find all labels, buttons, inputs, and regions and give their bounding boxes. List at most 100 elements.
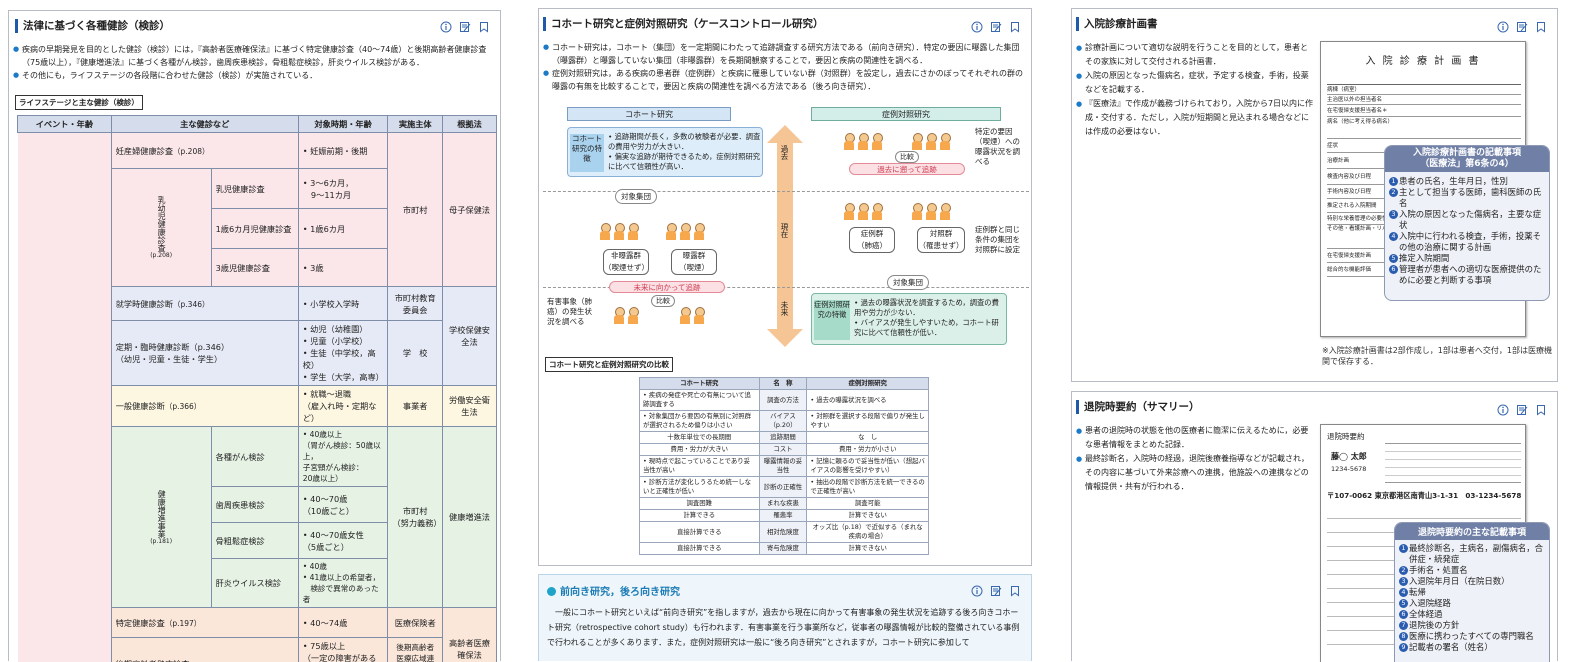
person-icon (911, 133, 923, 150)
bookmark-icon[interactable] (1535, 404, 1547, 416)
note-item-text: 患者の氏名，生年月日，性別 (1399, 176, 1508, 186)
table-cell: • 診断方法が変化しうるため統一しないと正確性が低い (640, 477, 760, 498)
note-item-text: 入退院経路 (1409, 598, 1451, 608)
bullet-text: 『医療法』で作成が義務づけられており，入院から7日以内に作成・交付する．ただし，… (1076, 97, 1314, 139)
table-cell: 費用・労力が大きい (640, 444, 760, 456)
note-icon[interactable] (990, 585, 1002, 597)
table-cell: 市町村 （努力義務） (388, 427, 443, 608)
table-cell: 事業者 (388, 386, 443, 427)
note-item-text: 全体経過 (1409, 609, 1443, 619)
case-note: 特定の要因（喫煙）への曝露状況を調べる (975, 127, 1027, 167)
note-item-text: 主として担当する医師，歯科医師の氏名 (1399, 187, 1541, 208)
form-row: 病棟（病室） (1327, 85, 1521, 95)
table-cell: な し (807, 432, 929, 444)
bullet-dot-icon (547, 587, 556, 596)
table-cell: 各種がん検診 (211, 427, 298, 487)
info-icon[interactable] (1497, 404, 1509, 416)
table-cell: • 1歳6カ月 (298, 209, 388, 249)
person-icon (871, 203, 883, 220)
table-cell: 後期高齢者医療広域連合（努力義務） (388, 638, 443, 662)
note-item-text: 手術名・処置名 (1409, 565, 1468, 575)
info-icon[interactable] (971, 585, 983, 597)
table-cell: 直接計算できる (640, 543, 760, 555)
feature-label: 症例対照研究の特徴 (814, 300, 850, 340)
panel-title: 法律に基づく各種健診（検診） (15, 19, 170, 33)
col-header: 根拠法 (442, 116, 496, 133)
compare-label: 比較 (651, 295, 675, 307)
table-cell: • 40歳 • 41歳以上の希望者， 検診で異常のあった者 (298, 559, 388, 608)
patient-address: 〒107-0062 東京都港区南青山3-1-31 03-1234-5678 (1327, 491, 1523, 501)
table-cell: • 40～70歳女性 （5歳ごと） (298, 523, 388, 559)
bookmark-icon[interactable] (1009, 21, 1021, 33)
note-item-text: 転帰 (1409, 587, 1426, 597)
target-group-label: 対象集団 (615, 189, 657, 204)
panel-health-checkups: 法律に基づく各種健診（検診） 疾病の早期発見を目的とした健診（検診）には，『高齢… (8, 10, 501, 661)
info-icon[interactable] (440, 21, 452, 33)
person-icon (871, 133, 883, 150)
table-cell: 医療保険者 (388, 608, 443, 638)
case-feature-box: 症例対照研究の特徴 • 過去の曝露状況を調査するため，調査の費用や労力が少ない．… (811, 293, 1007, 345)
time-present: 現在 (779, 223, 789, 238)
table-cell: 学校保健安全法 (442, 287, 496, 386)
table-cell: 母子保健法 (442, 133, 496, 287)
person-icon (925, 203, 937, 220)
table-cell: 労働安全衛生法 (442, 386, 496, 427)
note-icon[interactable] (1516, 404, 1528, 416)
table-cell: 特定健康診査（p.197） (111, 608, 298, 638)
person-icon (693, 307, 705, 324)
tel-text: 03-1234-5678 (1465, 491, 1521, 500)
note-icon[interactable] (1516, 21, 1528, 33)
group-label: 乳幼児健康診査(p.208) (111, 169, 211, 287)
panel-prospective-retrospective: 前向き研究，後ろ向き研究 一般にコホート研究といえば“前向き研究”を指しますが，… (538, 574, 1032, 661)
table-cell: • 3～6カ月， 9～11カ月 (298, 169, 388, 209)
table-cell: 計算できる (640, 510, 760, 522)
page-ref: (p.181) (150, 538, 172, 545)
panel-icons (971, 585, 1021, 597)
table-cell: 直接計算できる (640, 522, 760, 543)
info-icon[interactable] (971, 21, 983, 33)
table-cell: 費用・労力が小さい (807, 444, 929, 456)
table-cell: 市町村教育委員会 (388, 287, 443, 321)
panel-title: 前向き研究，後ろ向き研究 (560, 587, 680, 598)
table-cell: 寄与危険度 (759, 543, 807, 555)
page-ref: （p.366） (165, 402, 201, 411)
cohort-header: コホート研究 (567, 107, 731, 121)
bookmark-icon[interactable] (1535, 21, 1547, 33)
note-icon[interactable] (459, 21, 471, 33)
table-cell: • 75歳以上 （一定の障害がある者 は65歳以上） (298, 638, 388, 662)
table-cell: 肝炎ウイルス検診 (211, 559, 298, 608)
table-cell: • 現時点で起こっていることであり妥当性が高い (640, 456, 760, 477)
table-cell: 就学時健康診断（p.346） (111, 287, 298, 321)
bullet-text: 診療計画について適切な説明を行うことを目的として，患者とその家族に対して交付され… (1076, 41, 1314, 69)
table-cell: 1歳6カ月児健康診査 (211, 209, 298, 249)
table-cell: オッズ比（p.18）で近似する（まれな疾病の場合） (807, 522, 929, 543)
feature-text: • 追跡期間が長く，多数の被験者が必要．調査の費用や労力が大きい． • 偏実な追… (608, 132, 762, 172)
exposed-group: 曝露群 （喫煙） (671, 249, 717, 275)
table-cell: • 記憶に頼るので妥当性が低い（想起バイアスの影響を受けやすい） (807, 456, 929, 477)
patient-name: 藤◯ 太郎 (1331, 451, 1367, 462)
bookmark-icon[interactable] (1009, 585, 1021, 597)
cohort-feature-box: コホート研究の特徴 • 追跡期間が長く，多数の被験者が必要．調査の費用や労力が大… (567, 127, 763, 177)
table-cell: 曝露情報の妥当性 (759, 456, 807, 477)
compare-label: 比較 (895, 151, 919, 163)
table-cell: 健康増進法 (442, 427, 496, 608)
table-cell: • 3歳 (298, 249, 388, 287)
bullet-text: 疾病の早期発見を目的とした健診（検診）には，『高齢者医療確保法』に基づく特定健康… (13, 43, 498, 69)
table-cell: 後期高齢者健康診査 (111, 638, 298, 662)
table-cell: 相対危険度 (759, 522, 807, 543)
bullet-text: 入院の原因となった傷病名，症状，予定する検査，手術，投薬などを記載する． (1076, 69, 1314, 97)
table-title: コホート研究と症例対照研究の比較 (545, 357, 673, 372)
bookmark-icon[interactable] (478, 21, 490, 33)
person-icon (627, 223, 639, 240)
info-icon[interactable] (1497, 21, 1509, 33)
note-icon[interactable] (990, 21, 1002, 33)
table-cell: 一般健康診断（p.366） (111, 386, 298, 427)
